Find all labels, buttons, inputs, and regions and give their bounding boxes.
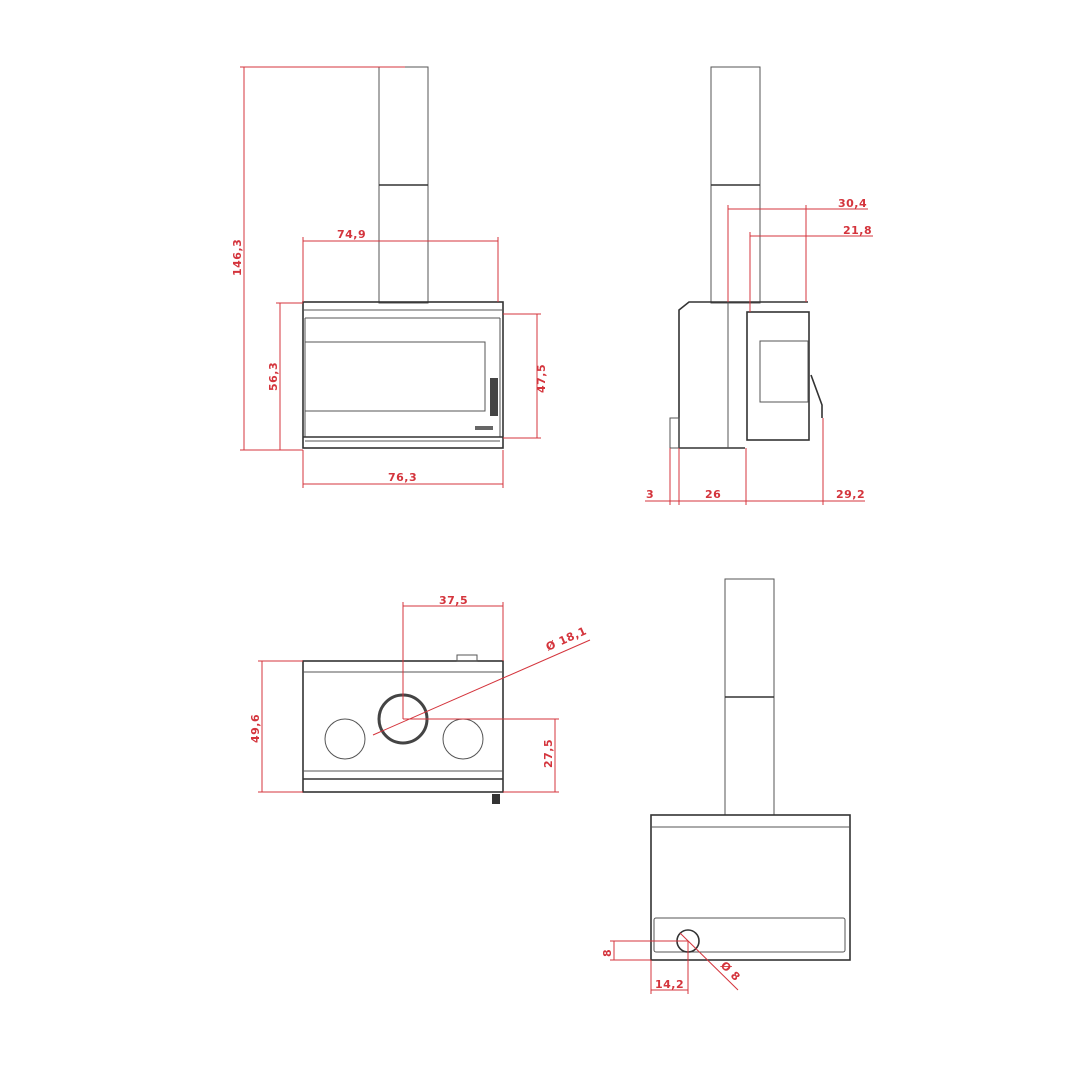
dim-body-depth-label: 26	[705, 488, 721, 501]
stove-rear	[650, 814, 851, 961]
dim-total-depth: 49,6	[249, 660, 303, 793]
dim-flue-center-x-label: 37,5	[439, 594, 468, 607]
door-side	[746, 311, 810, 441]
handle	[490, 378, 498, 416]
top-view: 37,5 Ø 18,1 49,6 27,5	[249, 594, 591, 804]
dim-flue-diameter: Ø 18,1	[372, 624, 591, 736]
dim-top-width-label: 74,9	[337, 228, 366, 241]
dim-total-depth-label: 49,6	[249, 714, 262, 743]
dim-flue-offset-inner: 21,8	[749, 224, 873, 312]
dim-inlet-diameter: Ø 8	[679, 932, 743, 991]
dim-door-depth-label: 29,2	[836, 488, 865, 501]
side-view: 30,4 21,8 3 26 29,2	[645, 66, 873, 505]
dim-flue-offset-outer-label: 30,4	[838, 197, 867, 210]
rear-view: 8 14,2 Ø 8	[601, 578, 851, 994]
dim-flue-center-y: 27,5	[403, 718, 559, 793]
dim-door-height: 47,5	[503, 313, 548, 439]
dim-inlet-offset: 14,2	[650, 941, 689, 994]
dim-total-height: 146,3	[231, 66, 405, 451]
dim-rear-offset-label: 3	[646, 488, 654, 501]
dim-total-height-label: 146,3	[231, 239, 244, 276]
logo-plate	[475, 426, 493, 430]
dim-flue-offset-inner-label: 21,8	[843, 224, 872, 237]
front-view: 146,3 74,9 56,3 47,5 76,3	[231, 66, 548, 488]
dim-body-height: 56,3	[267, 302, 303, 450]
dim-top-width: 74,9	[302, 228, 499, 302]
dim-base-width-label: 76,3	[388, 471, 417, 484]
dim-flue-offset-outer: 30,4	[727, 197, 868, 302]
dim-base-width: 76,3	[302, 450, 504, 488]
dim-body-height-label: 56,3	[267, 362, 280, 391]
dim-inlet-height: 8	[601, 940, 688, 961]
dim-flue-center-y-label: 27,5	[542, 739, 555, 768]
dim-inlet-diameter-label: Ø 8	[718, 959, 743, 984]
dim-flue-center-x: 37,5	[402, 594, 504, 719]
dim-flue-diameter-label: Ø 18,1	[544, 624, 589, 653]
stove-body	[302, 301, 504, 449]
dim-door-height-label: 47,5	[535, 364, 548, 393]
dim-depths: 3 26 29,2	[645, 418, 865, 505]
dim-inlet-offset-label: 14,2	[655, 978, 684, 991]
dim-inlet-height-label: 8	[601, 949, 614, 957]
glass-window	[304, 341, 486, 412]
